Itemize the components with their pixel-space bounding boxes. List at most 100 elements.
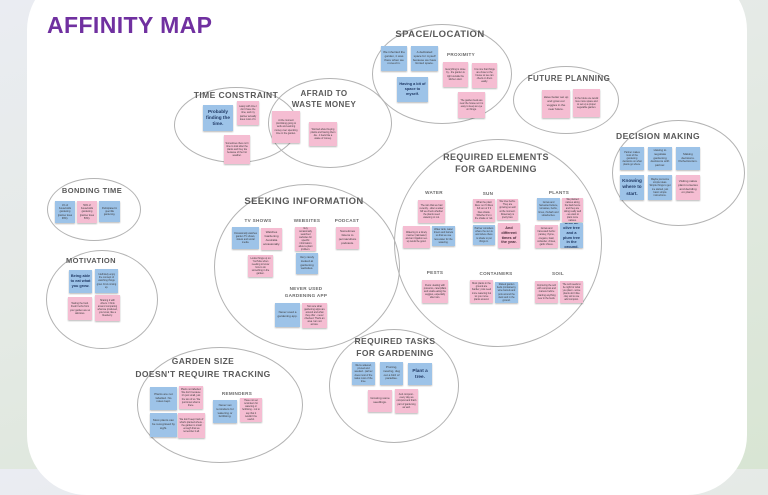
sticky-note[interactable]: Have not set reminders for watering or f… [240,398,262,422]
garden-size-doesnt-require-tracking-sublabel: REMINDERS [221,391,253,396]
sticky-note[interactable]: Everything is close by - the garden is r… [443,62,468,87]
sticky-note[interactable]: A dedicated space for myself because we … [411,46,438,71]
sticky-note[interactable]: In the future we would love more space a… [573,89,600,117]
required-elements-for-gardening-sublabel: SOIL [552,271,564,276]
sticky-note[interactable]: Having to negotiate gardening decisions … [648,147,672,170]
sticky-note[interactable]: Participated in guerrilla gardening. [99,201,120,222]
sticky-note[interactable]: Lately with time I don't have the time, … [237,101,259,125]
sticky-note[interactable]: And different times of the year. [498,223,520,248]
sticky-note[interactable]: Sometimes there isn't time to look after… [224,135,250,164]
required-elements-for-gardening-sublabel: CONTAINERS [479,271,513,276]
sticky-note[interactable]: Watering in a timely manner (rainwater) … [403,226,430,248]
decision-making-ellipse [612,120,745,226]
sticky-note[interactable]: The rain that we had recently - after a … [418,200,445,223]
sticky-note[interactable]: Sometimes listens to permaculture podcas… [336,227,359,249]
motivation-ellipse [46,250,158,349]
seeking-information-sublabel: PODCAST [334,218,360,223]
sticky-note[interactable]: Tasting the food. Fresh herbs from your … [68,297,92,320]
sticky-note[interactable]: Worried about buying plants and having t… [309,122,337,146]
sticky-note[interactable]: Grows and harvested herbs: parsley, thym… [535,225,558,248]
sticky-note[interactable]: Most plants can be recognised by sight. [150,413,177,437]
seeking-information-label: SEEKING INFORMATION [244,196,364,207]
sticky-note[interactable]: Improving the soil with compost and manu… [535,281,558,303]
required-tasks-for-gardening-ellipse [329,329,459,443]
sticky-note[interactable]: The garden beds are near the house so it… [458,92,485,118]
seeking-information-sublabel: NEVER USED [289,286,323,291]
sticky-note[interactable]: We inherited the garden, it was there wh… [381,46,407,71]
sticky-note[interactable]: Water tank, water timers and barrels so … [432,226,455,246]
future-planning-ellipse [513,66,619,134]
sticky-note[interactable]: Never set reminders for watering or fert… [213,400,237,423]
required-elements-for-gardening-label: FOR GARDENING [455,164,537,174]
sticky-note[interactable]: Sharing it with others. I think around c… [95,295,120,321]
sticky-note[interactable]: Having a bit of space to myself. [397,77,428,102]
sticky-note[interactable]: We don't keep track of what's planted wh… [178,413,205,438]
sticky-note[interactable]: Grows and harvested lettuce, tomatoes, h… [537,198,560,220]
required-tasks-for-gardening-label: REQUIRED TASKS [354,336,436,346]
sticky-note[interactable]: Occasionally watches garden TV shows, vi… [232,227,259,249]
sticky-note[interactable]: Also an olive tree and a plum tree in th… [560,223,583,248]
sticky-note[interactable]: Raised garden beds (containers), wine ba… [495,282,518,303]
seeking-information-sublabel: WEBSITES [293,218,321,223]
sticky-note[interactable]: Making decisions. Perfectionism. [676,147,700,170]
page-title: AFFINITY MAP [47,12,213,38]
sticky-note[interactable]: Knowing where to start. [620,175,644,200]
required-tasks-for-gardening-label: FOR GARDENING [356,348,434,358]
sticky-note[interactable]: It is nice that things are close to the … [472,63,497,88]
space-location-sublabel: PROXIMITY [447,52,475,57]
sticky-note[interactable]: The soil needs to be right for what you … [560,281,583,303]
bonding-time-label: BONDING TIME [61,186,123,195]
required-elements-for-gardening-sublabel: WATER [425,190,443,195]
sticky-note[interactable]: Not sure what gardening apps are around … [302,303,327,328]
sticky-note[interactable]: Plants are not labelled. No notes kept. [150,387,177,410]
sticky-note[interactable]: Pruning, mowing, dug out a bird of parad… [380,362,403,385]
sticky-note[interactable]: Maybe just some simple ideas. Simple thi… [648,175,672,200]
sticky-note[interactable]: Growing some seedlings. [368,390,392,412]
decision-making-label: DECISION MAKING [616,131,700,141]
sticky-note[interactable]: 50% of households gardening (partner doe… [77,201,97,223]
required-elements-for-gardening-ellipse [394,139,602,347]
sticky-note[interactable]: Plant a tree. [408,363,432,385]
sticky-note[interactable]: 1% of households gardening (partner does… [55,201,75,223]
afraid-to-waste-money-label: AFRAID TO [300,89,348,98]
sticky-note[interactable]: We love herbs. They are growing so well … [497,199,518,220]
required-elements-for-gardening-sublabel: SUN [482,191,494,196]
garden-size-doesnt-require-tracking-label: GARDEN SIZE [171,356,235,366]
sticky-note[interactable]: Most plants in the ground are hardier; p… [470,280,493,303]
sticky-note[interactable]: Very occasionally searched websites for … [295,227,316,251]
seeking-information-sublabel: GARDENING APP [284,293,328,298]
sticky-note[interactable]: We planted natives along the back fence … [562,198,583,222]
seeking-information-sublabel: TV SHOWS [244,218,272,223]
time-constraint-label: TIME CONSTRAINT [193,90,279,100]
sticky-note[interactable]: Very rarely looked at gardening websites… [296,253,318,274]
sticky-note[interactable]: Pests: dealing with possums, caterpillar… [422,280,448,303]
sticky-note[interactable]: Watches Gardening Australia occasionally… [261,228,282,250]
bonding-time-ellipse [47,178,141,241]
space-location-label: SPACE/LOCATION [395,29,485,40]
afraid-to-waste-money-label: WASTE MONEY [291,100,357,109]
sticky-note[interactable]: Being able to eat what you grow. [69,270,92,293]
sticky-note[interactable]: We've watered, pruned and weeded - partn… [352,362,375,385]
required-elements-for-gardening-sublabel: PESTS [426,270,444,275]
motivation-label: MOTIVATION [66,256,116,265]
garden-size-doesnt-require-tracking-ellipse [137,347,303,463]
afraid-to-waste-money-ellipse [268,78,392,168]
sticky-note[interactable]: Plants not labelled. We don't because it… [179,386,203,409]
garden-size-doesnt-require-tracking-label: DOESN'T REQUIRE TRACKING [135,369,271,379]
sticky-note[interactable]: At the moment prioritising going to work… [272,111,300,143]
space-location-ellipse [372,24,512,124]
sticky-note[interactable]: Visiting native plant nurseries and deci… [676,175,700,200]
affinity-map-diagram: AFFINITY MAP TIME CONSTRAINT Probably fin… [46,12,745,463]
sticky-note[interactable]: What the plant likes: so if it likes ful… [473,199,495,222]
sticky-note[interactable]: I definitely enjoy the concept of watchi… [95,269,118,293]
sticky-note[interactable]: Partner makes most of the gardening deci… [620,147,644,170]
future-planning-label: FUTURE PLANNING [527,74,611,83]
sticky-note[interactable]: Partner considers where the sun is and w… [473,225,495,245]
required-elements-for-gardening-sublabel: PLANTS [548,190,570,195]
sticky-note[interactable]: Have better set up and grow our veggies … [542,90,570,118]
sticky-note[interactable]: Probably finding the time. [203,105,233,131]
sticky-note[interactable]: Never used a gardening app. [275,303,300,327]
required-elements-for-gardening-label: REQUIRED ELEMENTS [443,152,549,162]
sticky-note[interactable]: Looks things up on YouTube when needing … [248,255,273,277]
sticky-note[interactable]: And compost - every day we compost and t… [395,389,418,413]
